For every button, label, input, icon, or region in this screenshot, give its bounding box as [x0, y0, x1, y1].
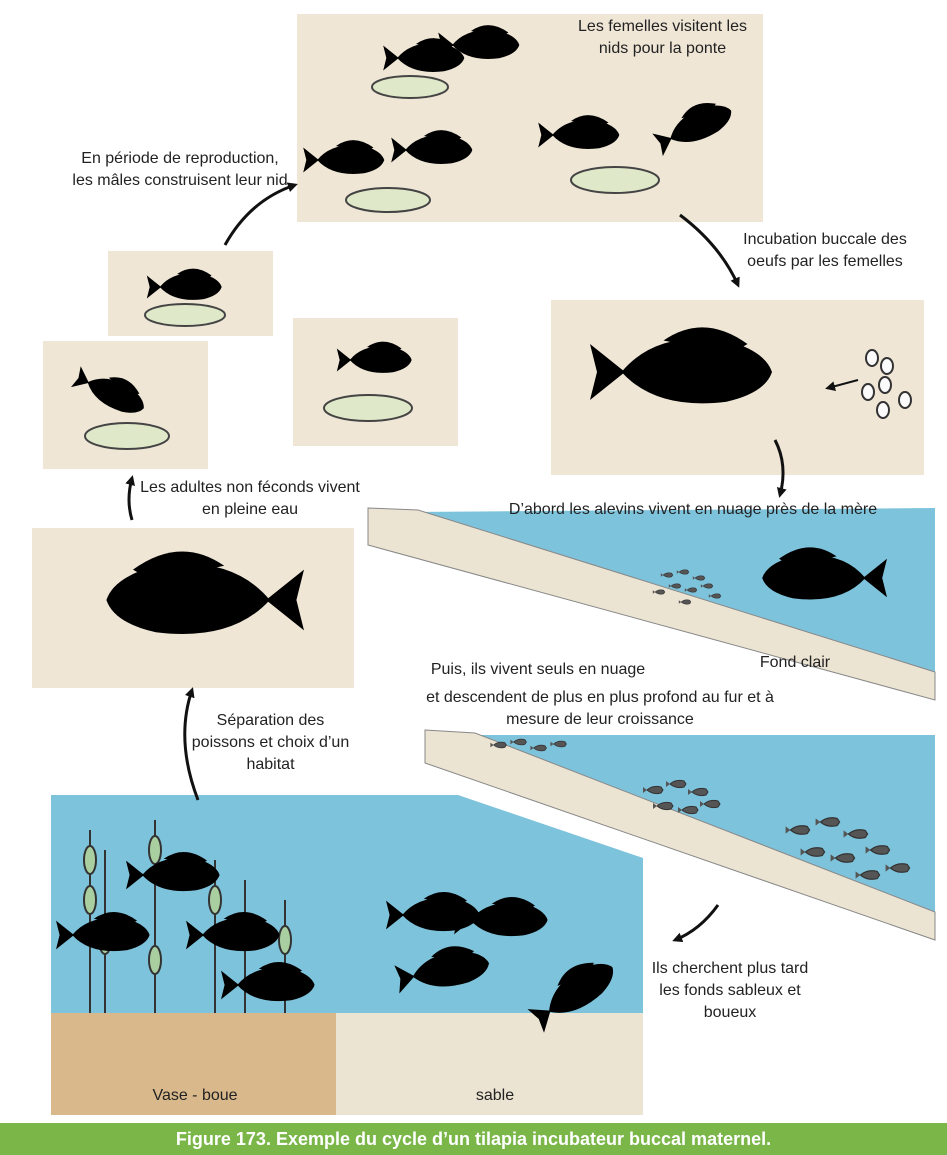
spawning-group-3 — [538, 92, 737, 193]
label-cherchent: Ils cherchent plus tard les fonds sableu… — [640, 958, 820, 1024]
fish-icon — [70, 360, 151, 420]
cycle-arrow-icon — [225, 185, 295, 245]
fish-icon — [337, 342, 412, 373]
label-incubation: Incubation buccale des oeufs par les fem… — [725, 229, 925, 273]
fish-icon — [649, 92, 737, 157]
eggs-icon — [862, 350, 911, 418]
cycle-arrow-icon — [675, 905, 718, 940]
fish-icon — [303, 140, 384, 174]
nest-icon — [145, 304, 225, 326]
spawning-group-1 — [372, 25, 519, 98]
label-fond-clair: Fond clair — [745, 652, 845, 674]
spawning-group-2 — [303, 130, 472, 212]
label-separation: Séparation des poissons et choix d’un ha… — [188, 710, 353, 776]
label-adultes-non-feconds: Les adultes non féconds vivent en pleine… — [135, 477, 365, 521]
cycle-arrow-icon — [775, 440, 783, 495]
adult-fish-icon — [106, 551, 304, 634]
fish-icon — [383, 38, 464, 72]
nest-icon — [372, 76, 448, 98]
label-femelles-visitent: Les femelles visitent les nids pour la p… — [565, 16, 760, 60]
brooding-female-fish-icon — [590, 327, 772, 403]
label-males-construisent: En période de reproduction, les mâles co… — [70, 148, 290, 192]
nest-icon — [346, 188, 430, 212]
fish-icon — [147, 269, 222, 300]
cycle-arrow-icon — [129, 478, 132, 520]
nest-icon — [324, 395, 412, 421]
figure-caption: Figure 173. Exemple du cycle d’un tilapi… — [0, 1123, 947, 1155]
label-alevins-nuage: D’abord les alevins vivent en nuage près… — [448, 499, 938, 521]
label-seuls-nuage: Puis, ils vivent seuls en nuage — [398, 659, 678, 681]
label-sable: sable — [445, 1085, 545, 1107]
water-bottom-scene — [51, 795, 643, 1017]
label-vase-boue: Vase - boue — [120, 1085, 270, 1107]
label-descendent: et descendent de plus en plus profond au… — [415, 687, 785, 731]
nest-icon — [571, 167, 659, 193]
fish-icon — [538, 115, 619, 149]
nest-icon — [85, 423, 169, 449]
fish-icon — [391, 130, 472, 164]
